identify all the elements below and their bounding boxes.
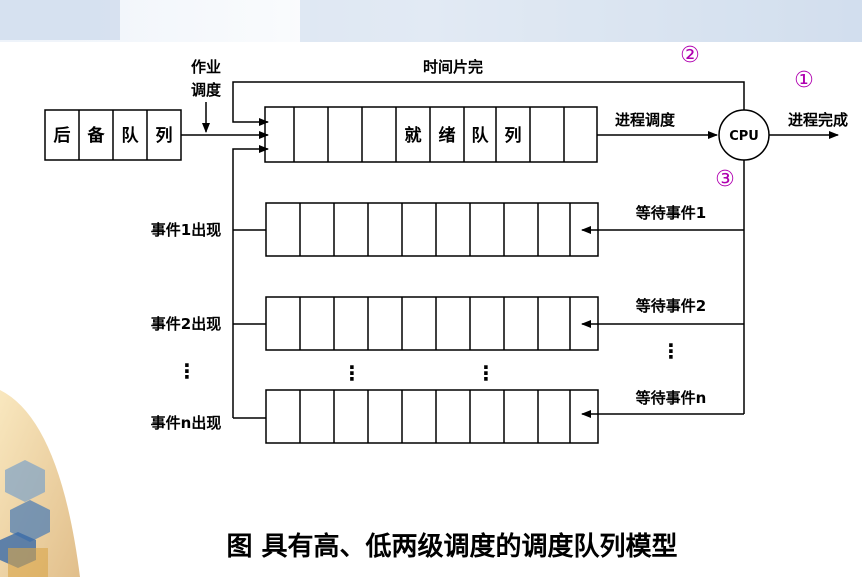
wait2-label: 等待事件2 (636, 297, 706, 315)
eventn-label: 事件n出现 (151, 414, 222, 432)
ready-queue-char: 绪 (439, 125, 456, 146)
backup-queue-char: 列 (156, 125, 173, 146)
top-decoration (0, 0, 862, 42)
ellipsis-left: ⋮ (177, 359, 197, 383)
corner-decoration (0, 390, 80, 577)
marker-1: ① (794, 68, 814, 93)
event-queue-n (265, 389, 599, 444)
ellipsis-mid-1: ⋮ (342, 361, 362, 385)
cpu-label: CPU (729, 129, 759, 144)
process-complete-label: 进程完成 (788, 111, 848, 129)
figure-caption: 图 具有高、低两级调度的调度队列模型 (226, 531, 677, 562)
ready-queue (264, 106, 598, 163)
ready-queue-char: 就 (405, 125, 422, 146)
event-queue-1 (265, 202, 599, 257)
ellipsis-right: ⋮ (661, 339, 681, 363)
event2-label: 事件2出现 (151, 315, 221, 333)
time-slice-label: 时间片完 (423, 58, 483, 76)
event-queue-2 (265, 296, 599, 351)
flow-lines (181, 81, 839, 419)
ellipsis-mid-2: ⋮ (476, 361, 496, 385)
ready-queue-char: 队 (472, 125, 490, 146)
waitn-label: 等待事件n (636, 389, 707, 407)
ready-queue-char: 列 (505, 125, 522, 146)
event1-label: 事件1出现 (151, 221, 221, 239)
marker-2: ② (680, 43, 700, 68)
wait1-label: 等待事件1 (636, 204, 706, 222)
job-scheduling-label: 作业 (191, 58, 221, 76)
process-scheduling-label: 进程调度 (615, 111, 676, 129)
marker-3: ③ (715, 167, 735, 192)
backup-queue-char: 队 (122, 125, 140, 146)
backup-queue-char: 备 (87, 125, 106, 146)
job-scheduling-label: 调度 (191, 81, 222, 99)
backup-queue-char: 后 (54, 126, 71, 146)
